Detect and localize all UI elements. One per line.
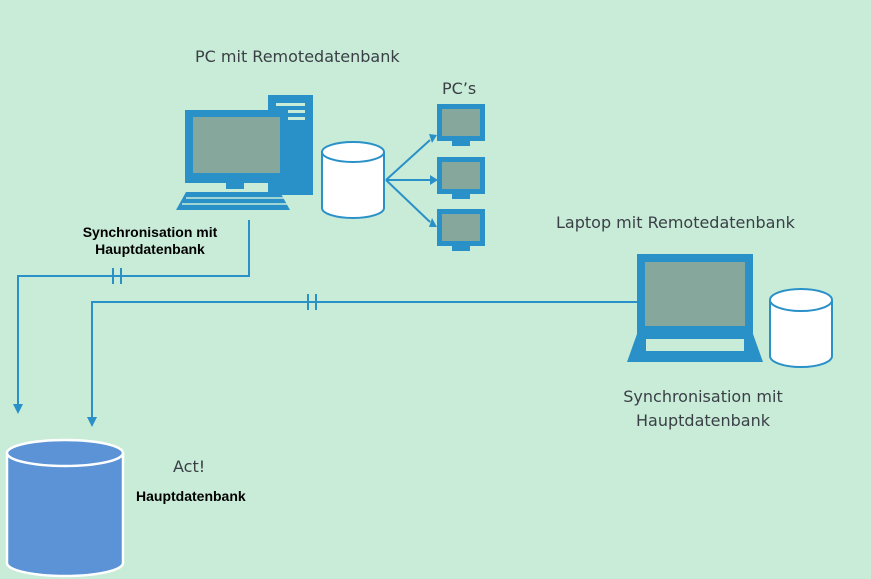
fanout-line-bottom <box>385 179 431 223</box>
sync-left-line2: Hauptdatenbank <box>95 241 205 257</box>
arrowhead-pc-bottom <box>429 218 437 227</box>
pc-sync-line <box>17 220 250 405</box>
arrowhead-right <box>87 417 97 427</box>
database-icon <box>321 141 385 219</box>
pcs-label: PC’s <box>442 79 477 98</box>
arrowhead-left <box>13 404 23 414</box>
arrowhead-pc-mid <box>430 175 438 185</box>
monitor-icon <box>437 157 485 199</box>
monitor-icon <box>437 209 485 251</box>
act-label: Act! <box>173 457 206 476</box>
main-db-label: Hauptdatenbank <box>136 488 246 504</box>
sync-right-line2: Hauptdatenbank <box>636 411 770 430</box>
fanout-line-top <box>385 139 431 181</box>
connectors <box>17 139 637 418</box>
laptop-sync-line <box>91 301 637 418</box>
database-icon <box>769 288 833 368</box>
arrowheads <box>13 134 438 427</box>
sync-left-label: Synchronisation mit Hauptdatenbank <box>50 224 250 258</box>
main-database-icon <box>5 438 125 578</box>
sync-right-label: Synchronisation mit Hauptdatenbank <box>603 385 803 433</box>
laptop-remote-label: Laptop mit Remotedatenbank <box>556 213 795 232</box>
laptop-icon <box>627 254 763 362</box>
monitor-icon <box>437 104 485 146</box>
sync-right-line1: Synchronisation mit <box>623 387 783 406</box>
pc-remote-label: PC mit Remotedatenbank <box>195 47 400 66</box>
sync-left-line1: Synchronisation mit <box>82 224 218 240</box>
desktop-pc-icon <box>176 95 313 210</box>
arrowhead-pc-top <box>429 134 437 143</box>
